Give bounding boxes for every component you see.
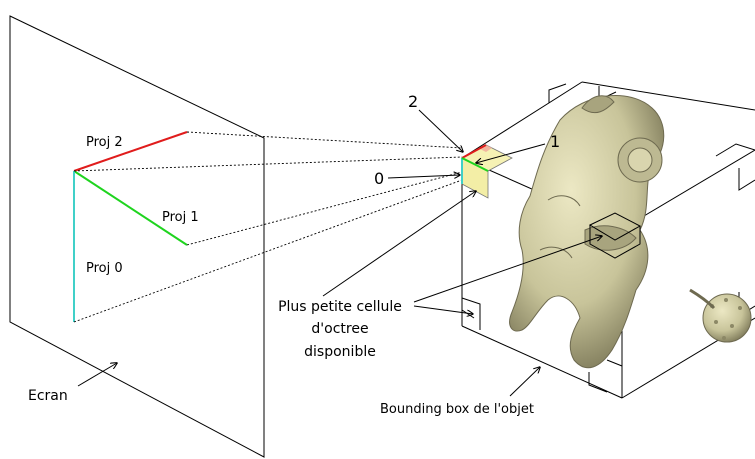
proj1-line bbox=[73, 170, 188, 246]
cell-label-arrows bbox=[322, 191, 602, 314]
proj1-label: Proj 1 bbox=[162, 210, 199, 225]
screen-plane bbox=[9, 15, 265, 458]
bbox-arrow bbox=[509, 367, 540, 397]
ecran-arrow bbox=[77, 363, 117, 387]
number-arrows bbox=[387, 109, 546, 178]
inner-octree-cell-edges bbox=[589, 225, 641, 259]
smallest-octree-cell bbox=[461, 144, 513, 199]
armored-figure-illustration bbox=[509, 95, 752, 369]
label-1: 1 bbox=[550, 132, 560, 151]
proj0-label: Proj 0 bbox=[86, 261, 123, 276]
cell-label-line3: disponible bbox=[304, 344, 376, 360]
proj2-label: Proj 2 bbox=[86, 135, 123, 150]
projection-rays bbox=[73, 131, 463, 323]
cell-label-line1: Plus petite cellule bbox=[278, 299, 402, 315]
ecran-label: Ecran bbox=[28, 388, 68, 404]
proj2-line bbox=[73, 131, 188, 172]
bbox-label: Bounding box de l'objet bbox=[380, 402, 534, 417]
cell-label-line2: d'octree bbox=[311, 321, 368, 337]
label-2: 2 bbox=[408, 92, 418, 111]
label-0: 0 bbox=[374, 169, 384, 188]
